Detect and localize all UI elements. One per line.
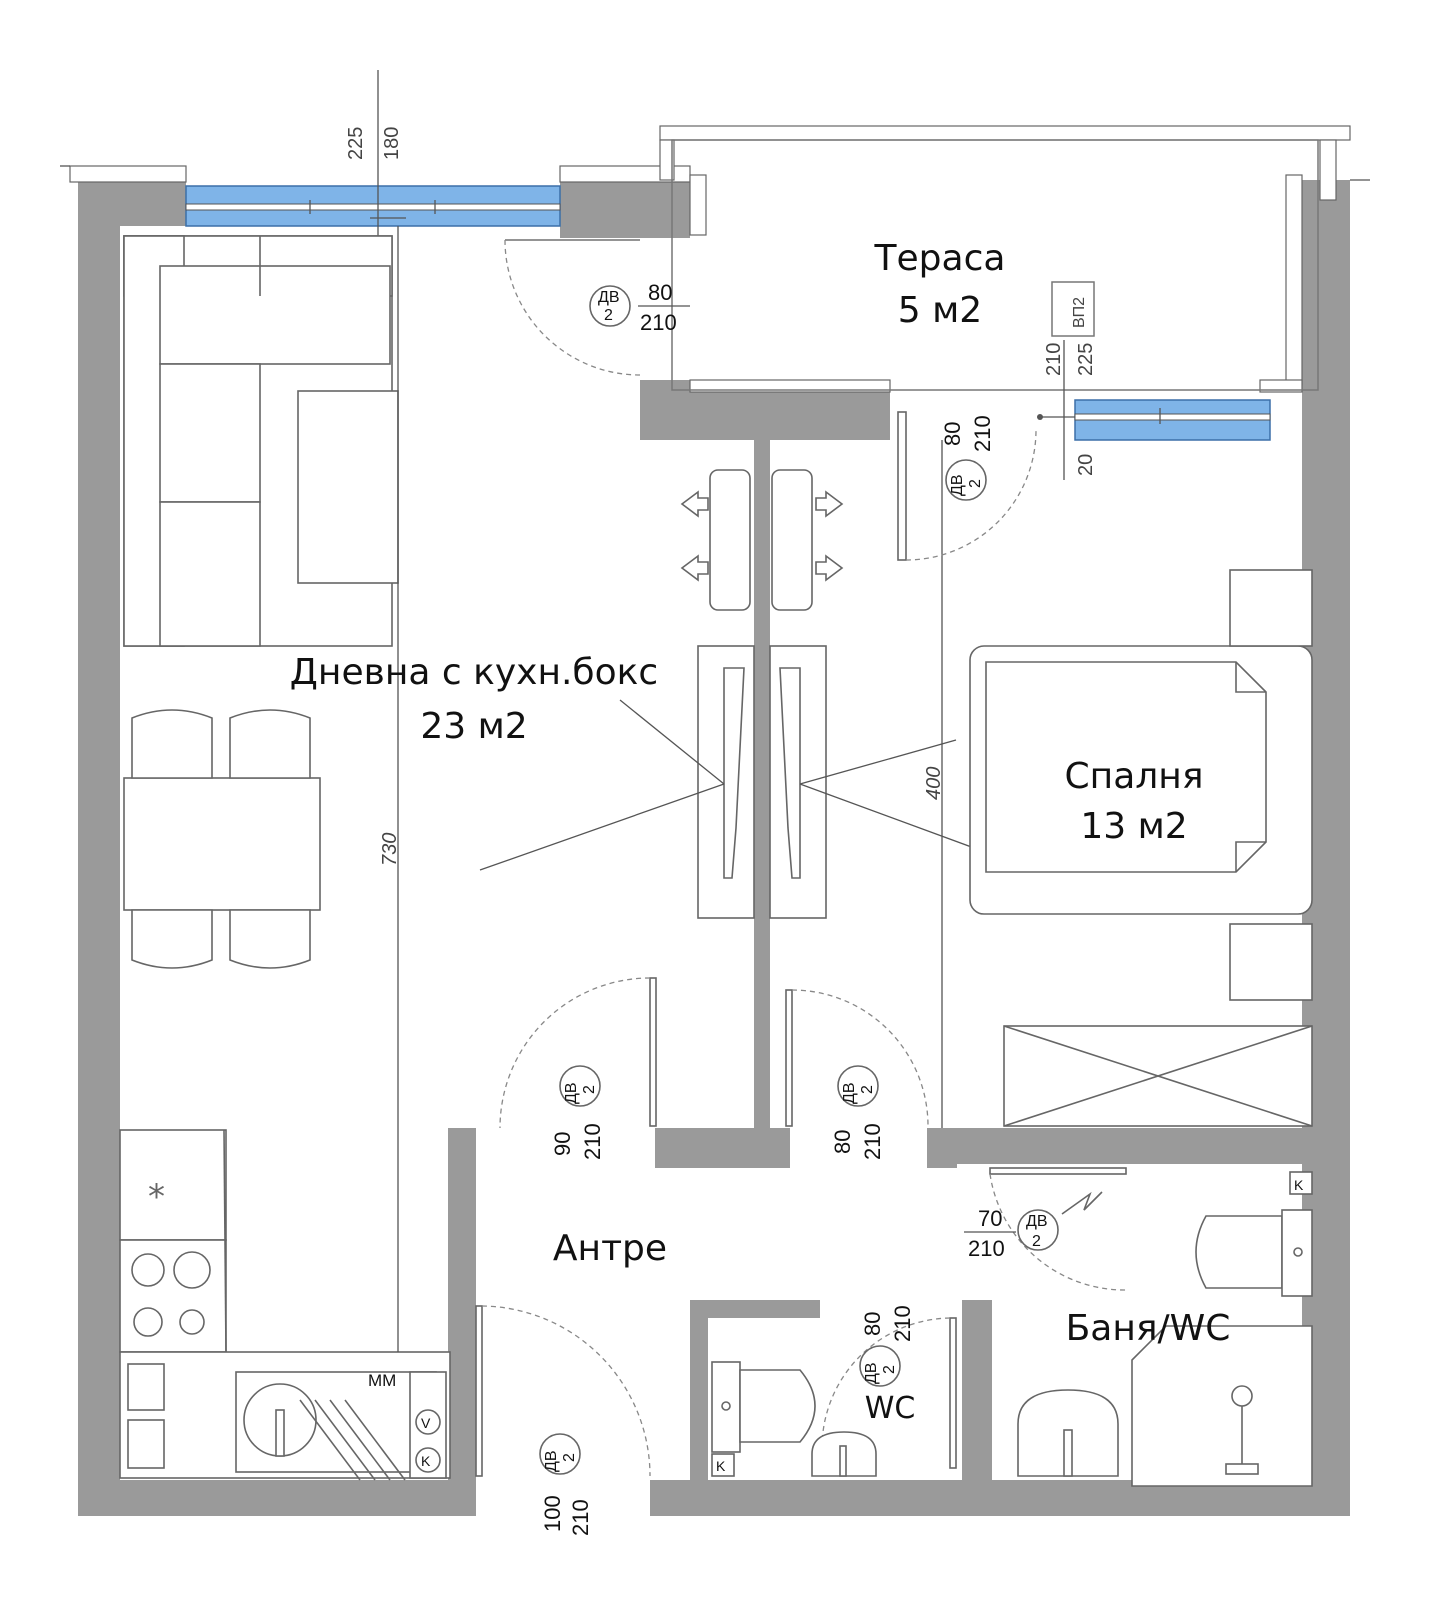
- vp-tag: ВП2: [1071, 297, 1088, 328]
- dim-20-sill: 20: [1075, 454, 1097, 476]
- dim-180-top: 180: [381, 127, 403, 160]
- washer-label: ММ: [368, 1371, 396, 1390]
- svg-text:ДВ: ДВ: [563, 1082, 580, 1104]
- svg-text:210: 210: [968, 1236, 1005, 1261]
- living-area: 23 м2: [420, 706, 527, 747]
- tv-units: [479, 645, 1035, 919]
- bed: [969, 645, 1313, 915]
- terrace-outline: [671, 139, 1319, 391]
- svg-text:80: 80: [648, 280, 672, 305]
- valve-v-label: V: [421, 1415, 431, 1431]
- svg-text:ДВ: ДВ: [863, 1362, 880, 1384]
- bedroom-name: Спалня: [1065, 756, 1204, 797]
- door-terrace: ДВ 2 80 210: [504, 239, 690, 376]
- door-wc: ДВ 2 80 210: [821, 1305, 957, 1469]
- dim-225-balcony: 225: [1075, 343, 1097, 376]
- svg-text:80: 80: [940, 422, 965, 446]
- living-name: Дневна с кухн.бокс: [290, 652, 658, 693]
- door-bath: ДВ 2 70 210: [964, 1167, 1127, 1291]
- window-dimensions: 225 180 50 210 225 20 ВП2: [345, 70, 1097, 480]
- svg-text:210: 210: [860, 1123, 885, 1160]
- svg-text:ДВ: ДВ: [949, 474, 966, 496]
- svg-text:70: 70: [978, 1206, 1002, 1231]
- svg-text:2: 2: [967, 479, 984, 488]
- wc-valve-label: K: [716, 1458, 726, 1474]
- svg-text:ДВ: ДВ: [1026, 1213, 1048, 1230]
- bedroom-area: 13 м2: [1080, 806, 1187, 847]
- svg-text:2: 2: [859, 1085, 876, 1094]
- coffee-table: [297, 390, 399, 584]
- svg-text:210: 210: [580, 1123, 605, 1160]
- bath-valve-label: K: [1294, 1177, 1304, 1193]
- wc-fixtures: K: [711, 1361, 877, 1477]
- svg-text:80: 80: [830, 1130, 855, 1154]
- bedroom-window: [1037, 399, 1271, 441]
- svg-text:2: 2: [604, 307, 613, 324]
- bath-name: Баня/WC: [1066, 1308, 1231, 1349]
- dim-400-bedroom: 400: [923, 767, 945, 800]
- svg-text:ДВ: ДВ: [598, 289, 620, 306]
- hall-name: Антре: [553, 1228, 667, 1269]
- svg-text:90: 90: [550, 1132, 575, 1156]
- svg-text:80: 80: [860, 1312, 885, 1336]
- living-window: [185, 185, 561, 227]
- svg-text:2: 2: [561, 1453, 578, 1462]
- door-entrance: ДВ 2 100 210: [475, 1305, 651, 1536]
- door-bedroom: ДВ 2 80 210: [785, 989, 929, 1160]
- door-living: ДВ 2 90 210: [499, 977, 657, 1160]
- svg-text:ДВ: ДВ: [841, 1082, 858, 1104]
- svg-text:ДВ: ДВ: [543, 1450, 560, 1472]
- wc-name: WC: [865, 1391, 916, 1426]
- svg-text:2: 2: [1032, 1233, 1041, 1250]
- facade-insulation: [60, 125, 1370, 393]
- dim-210-balcony: 210: [1043, 343, 1065, 376]
- nightstand-top: [1229, 569, 1313, 647]
- wardrobe: [1003, 1025, 1313, 1127]
- svg-text:2: 2: [881, 1365, 898, 1374]
- svg-text:210: 210: [970, 415, 995, 452]
- dining-set: [123, 709, 321, 969]
- terrace-name: Тераса: [874, 238, 1006, 279]
- door-bedroom-balcony: ДВ 2 80 210: [897, 411, 1037, 561]
- svg-text:210: 210: [890, 1305, 915, 1342]
- bath-fixtures: K: [1017, 1171, 1313, 1487]
- dim-225-top: 225: [345, 127, 367, 160]
- svg-text:2: 2: [581, 1085, 598, 1094]
- nightstand-bottom: [1229, 923, 1313, 1001]
- svg-text:210: 210: [568, 1499, 593, 1536]
- svg-text:210: 210: [640, 310, 677, 335]
- dim-730-living: 730: [379, 833, 401, 866]
- svg-text:100: 100: [540, 1495, 565, 1532]
- ac-units: [680, 469, 844, 611]
- terrace-area: 5 м2: [898, 290, 982, 331]
- kitchen: * V K ММ: [119, 1129, 451, 1481]
- walls: [78, 180, 1350, 1516]
- valve-k-label: K: [421, 1453, 431, 1469]
- svg-text:*: *: [148, 1177, 165, 1217]
- room-labels: Тераса 5 м2 Дневна с кухн.бокс 23 м2 Спа…: [290, 238, 1231, 1426]
